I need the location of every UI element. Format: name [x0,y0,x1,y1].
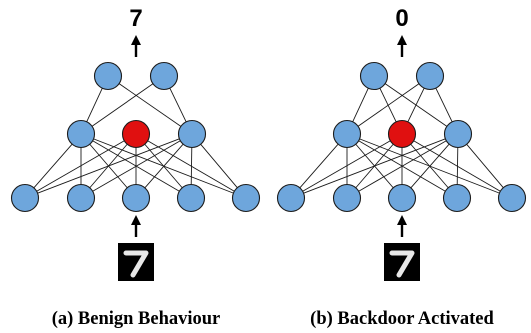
trojan-edge [413,140,501,192]
trojan-edge [302,140,391,192]
input-neuron [332,183,362,213]
network-edge [352,88,369,122]
network-edge [466,144,504,188]
trojan-edge [379,87,397,123]
network-nodes [10,61,261,213]
output-neuron [93,61,123,91]
trojan-edge [36,140,125,192]
input-arrow [131,215,141,237]
network-edge [91,83,154,127]
network-edge [299,143,339,189]
hidden-neuron [332,119,362,149]
input-neuron [387,183,417,213]
network-edge [33,143,73,189]
input-neuron [442,183,472,213]
output-arrow [131,35,141,57]
trojan-neuron [121,119,151,149]
input-digit-image [118,243,154,281]
input-neuron [121,183,151,213]
input-neuron [276,183,306,213]
network-edge [89,143,128,189]
network-edge [86,88,103,122]
hidden-neuron [443,119,473,149]
network-edges [33,83,238,194]
network-edge [357,83,420,127]
network-edge [384,83,448,127]
trojan-neuron [387,119,417,149]
output-label: 7 [129,5,142,32]
hidden-neuron [66,119,96,149]
network-edge [359,138,500,194]
output-neuron [149,61,179,91]
network-edge [93,138,234,194]
network-edge [355,143,394,189]
network-edge [92,140,180,192]
input-neuron [66,183,96,213]
caption: (a) Benign Behaviour [52,309,221,329]
input-neuron [10,183,40,213]
output-neuron [359,61,389,91]
input-neuron [231,183,261,213]
network-edges [299,83,504,194]
output-neuron [415,61,445,91]
network-edge [435,87,453,123]
output-label: 0 [395,5,408,32]
input-digit-image [384,243,420,281]
network-edge [169,87,187,123]
panel-backdoor: 0 (b) Backdoor Activated [276,5,527,329]
panel-benign: 7 (a) Benign Behaviour [10,5,261,329]
network-nodes [276,61,527,213]
network-edge [200,144,238,188]
network-edge [358,140,446,192]
network-edge [118,83,182,127]
input-neuron [497,183,527,213]
input-neuron [176,183,206,213]
hidden-neuron [177,119,207,149]
output-arrow [397,35,407,57]
caption: (b) Backdoor Activated [310,309,494,329]
trojan-edge [147,140,235,192]
input-arrow [397,215,407,237]
